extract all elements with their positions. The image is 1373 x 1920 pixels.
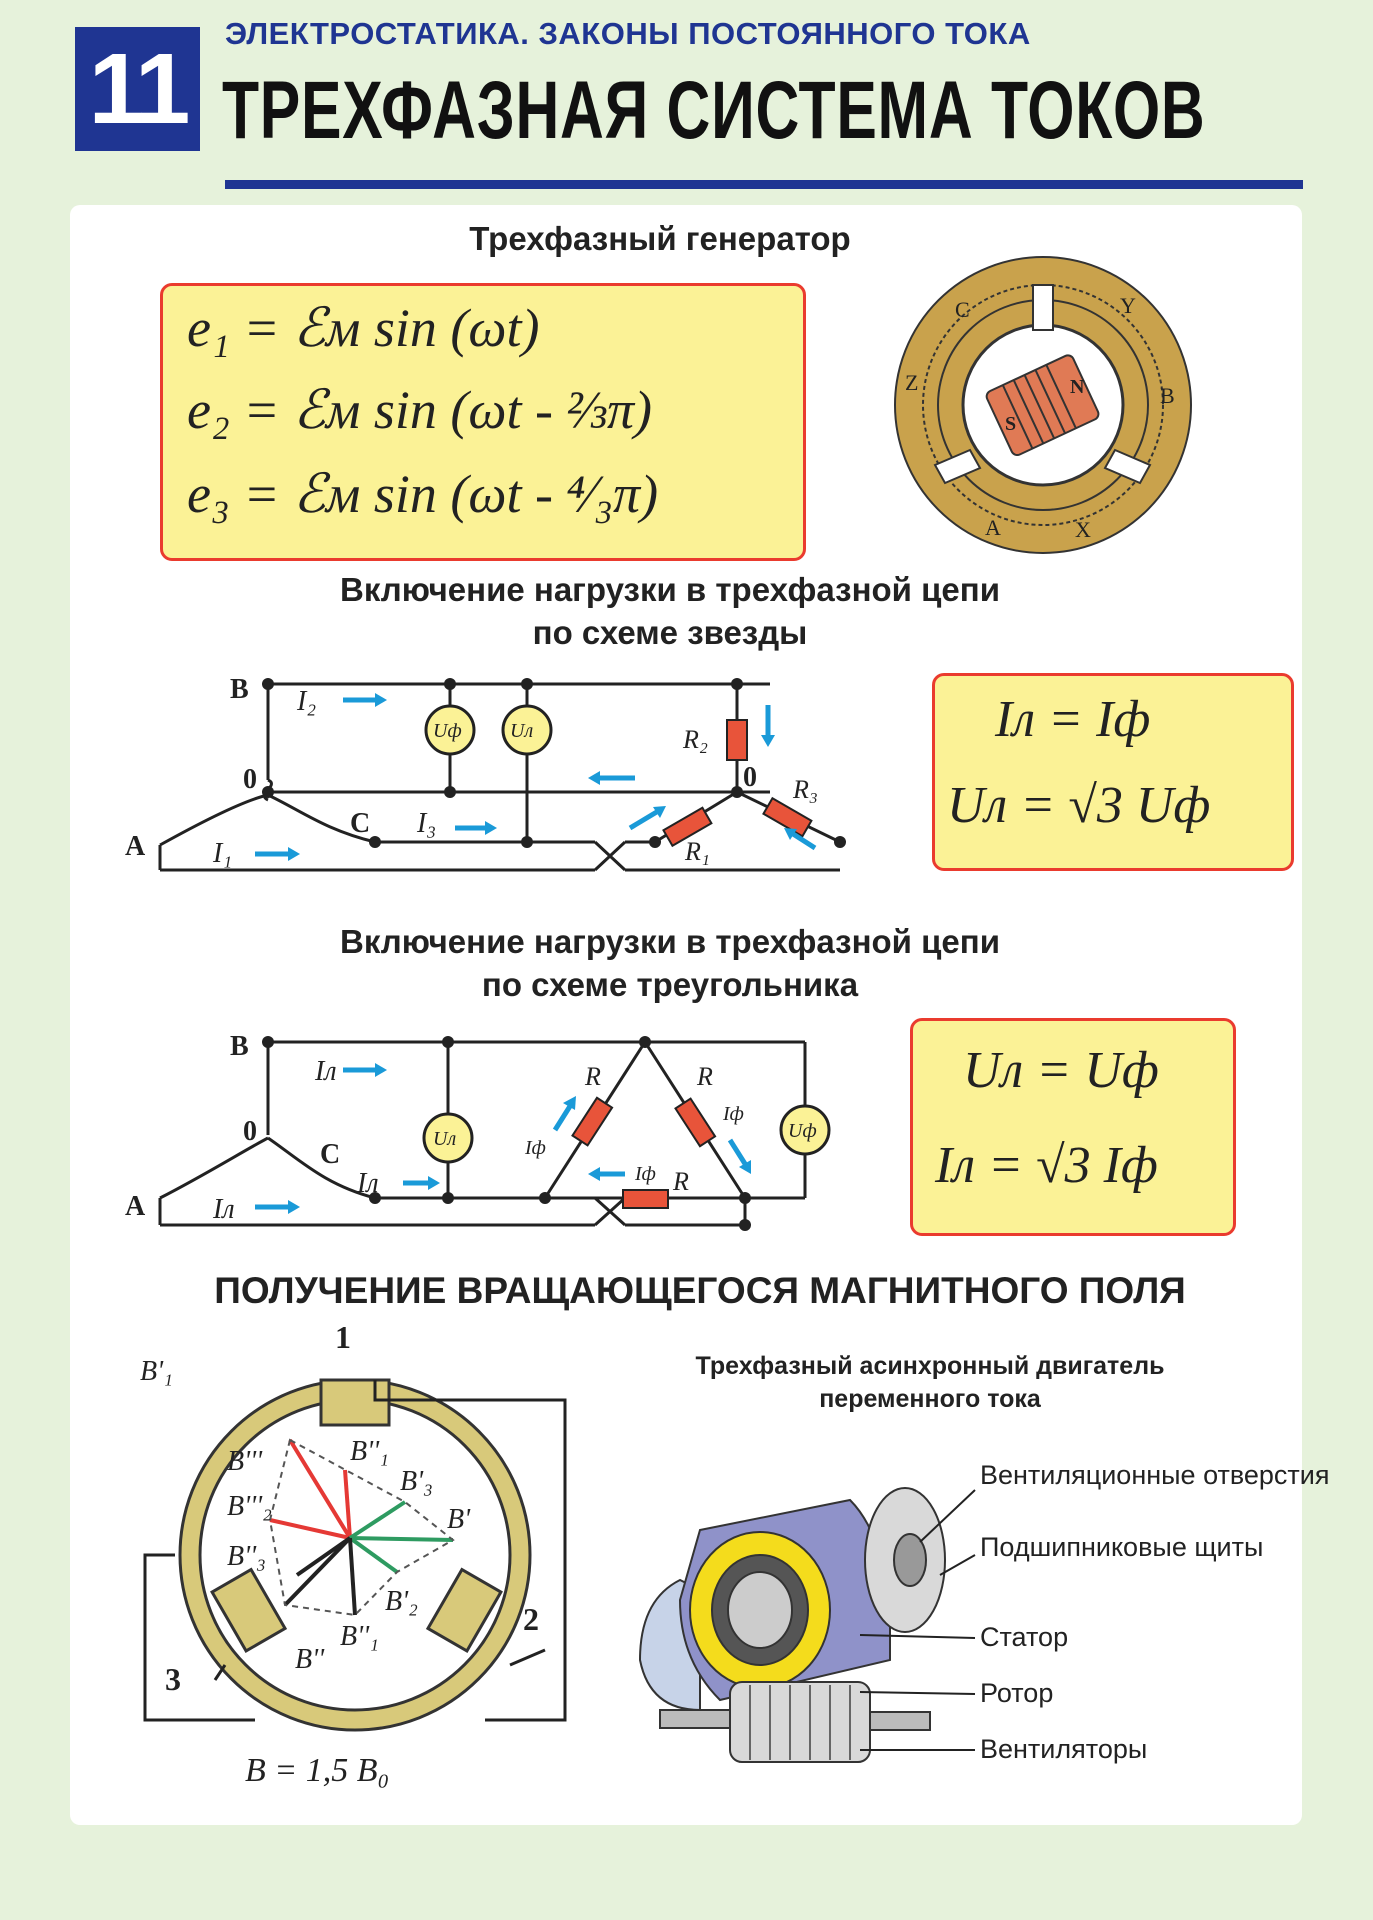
generator-formula-box: e₁ = ℰм sin (ωt) e₂ = ℰм sin (ωt - ⅔π) e… [160, 283, 806, 561]
delta-label-il-top: Iл [314, 1056, 337, 1087]
star-label-0-load: 0 [743, 762, 757, 793]
motor-heading-line2: переменного тока [819, 1385, 1041, 1413]
star-label-r1: R₁ [684, 837, 710, 866]
motor-label-fans: Вентиляторы [980, 1734, 1148, 1764]
star-circuit-diagram: B 0 A C 0 I₂ I₃ I₁ Uф Uл R₂ R₃ R₁ [125, 674, 846, 872]
vector-label-b: B' [447, 1504, 471, 1535]
vector-label-b1: B'₁ [140, 1356, 173, 1387]
delta-label-0: 0 [243, 1116, 257, 1147]
generator-eq3: e₃ = ℰм sin (ωt - ⁴⁄₃π) [187, 464, 659, 524]
star-eq2: Uл = √3 Uф [947, 777, 1211, 834]
delta-circuit-diagram: B 0 A C Iл Iл Iл Uл Uф R R R Iф Iф Iф [125, 1031, 831, 1231]
delta-label-c: C [320, 1139, 340, 1170]
coil-label-2: 2 [523, 1601, 539, 1637]
delta-label-a: A [125, 1191, 146, 1222]
vector-label-b3: B'₃ [400, 1466, 433, 1497]
vector-label-b2: B'''₂ [227, 1491, 272, 1522]
label-a: A [985, 515, 1001, 540]
delta-heading-line1: Включение нагрузки в трехфазной цепи [340, 923, 1000, 960]
star-label-i2: I₂ [296, 686, 316, 717]
delta-label-if-left: Iф [524, 1137, 546, 1159]
label-x: X [1075, 517, 1091, 542]
star-heading-line2: по схеме звезды [532, 614, 808, 651]
star-label-b: B [230, 674, 249, 705]
label-z: Z [905, 370, 918, 395]
label-n: N [1070, 376, 1085, 398]
star-label-uf: Uф [433, 720, 462, 742]
delta-label-if-bottom: Iф [634, 1163, 656, 1185]
delta-label-il-a: Iл [212, 1194, 235, 1225]
coil-label-3: 3 [165, 1661, 181, 1697]
generator-eq2: e₂ = ℰм sin (ωt - ⅔π) [187, 380, 652, 440]
label-s: S [1005, 413, 1016, 435]
motor-illustration [638, 1487, 976, 1763]
star-heading-line1: Включение нагрузки в трехфазной цепи [340, 571, 1000, 608]
page-title: ТРЕХФАЗНАЯ СИСТЕМА ТОКОВ [222, 65, 1206, 156]
delta-label-if-right: Iф [722, 1103, 744, 1125]
star-label-0: 0 [243, 764, 257, 795]
vector-label-b3prime: B''' [227, 1446, 263, 1477]
label-b: B [1160, 383, 1175, 408]
star-label-c: C [350, 808, 370, 839]
star-label-i1: I₁ [212, 838, 232, 869]
motor-label-bearing: Подшипниковые щиты [980, 1532, 1264, 1562]
star-label-r2: R₂ [682, 725, 708, 754]
delta-formula-box: Uл = Uф Iл = √3 Iф [910, 1018, 1236, 1236]
rotating-heading: ПОЛУЧЕНИЕ ВРАЩАЮЩЕГОСЯ МАГНИТНОГО ПОЛЯ [214, 1270, 1186, 1311]
motor-heading-line1: Трехфазный асинхронный двигатель [695, 1352, 1165, 1380]
vector-label-b1-2: B''₁ [350, 1436, 389, 1467]
vector-label-b2prime: B'₂ [385, 1586, 418, 1617]
generator-diagram: S N C Y Z B A X [894, 256, 1192, 554]
label-c: C [955, 297, 970, 322]
chapter-number: 11 [75, 27, 200, 151]
delta-label-b: B [230, 1031, 249, 1062]
delta-label-r-left: R [584, 1062, 601, 1091]
title-underline [225, 180, 1303, 189]
delta-label-r-right: R [696, 1062, 713, 1091]
generator-eq1: e₁ = ℰм sin (ωt) [187, 298, 540, 358]
delta-label-ul: Uл [433, 1128, 456, 1150]
star-formula-box: Iл = Iф Uл = √3 Uф [932, 673, 1294, 871]
section-kicker: ЭЛЕКТРОСТАТИКА. ЗАКОНЫ ПОСТОЯННОГО ТОКА [225, 16, 1031, 51]
star-label-ul: Uл [510, 720, 533, 742]
star-label-a: A [125, 831, 146, 862]
motor-label-rotor: Ротор [980, 1678, 1054, 1708]
vector-label-b3-2: B''₃ [227, 1541, 266, 1572]
generator-heading: Трехфазный генератор [469, 220, 851, 257]
motor-label-stator: Статор [980, 1622, 1069, 1652]
star-label-i3: I₃ [416, 808, 436, 839]
delta-eq1: Uл = Uф [963, 1042, 1159, 1099]
delta-heading-line2: по схеме треугольника [481, 966, 859, 1003]
delta-label-uf: Uф [788, 1120, 817, 1142]
delta-label-r-bottom: R [672, 1167, 689, 1196]
delta-eq2: Iл = √3 Iф [935, 1137, 1158, 1194]
vector-label-b1-3: B''₁ [340, 1621, 379, 1652]
label-y: Y [1120, 293, 1136, 318]
star-label-r3: R₃ [792, 775, 818, 804]
motor-label-vent: Вентиляционные отверстия [980, 1460, 1330, 1490]
delta-label-il-c: Iл [356, 1168, 379, 1199]
coil-label-1: 1 [335, 1320, 351, 1355]
rotating-formula: B = 1,5 B₀ [245, 1752, 390, 1789]
vector-label-b2-2: B'' [295, 1644, 325, 1675]
star-eq1: Iл = Iф [995, 691, 1151, 748]
rotating-field-diagram: B'₁ B''' B''₁ B'₃ B' B'''₂ B''₃ B'₂ B''₁… [140, 1320, 567, 1732]
